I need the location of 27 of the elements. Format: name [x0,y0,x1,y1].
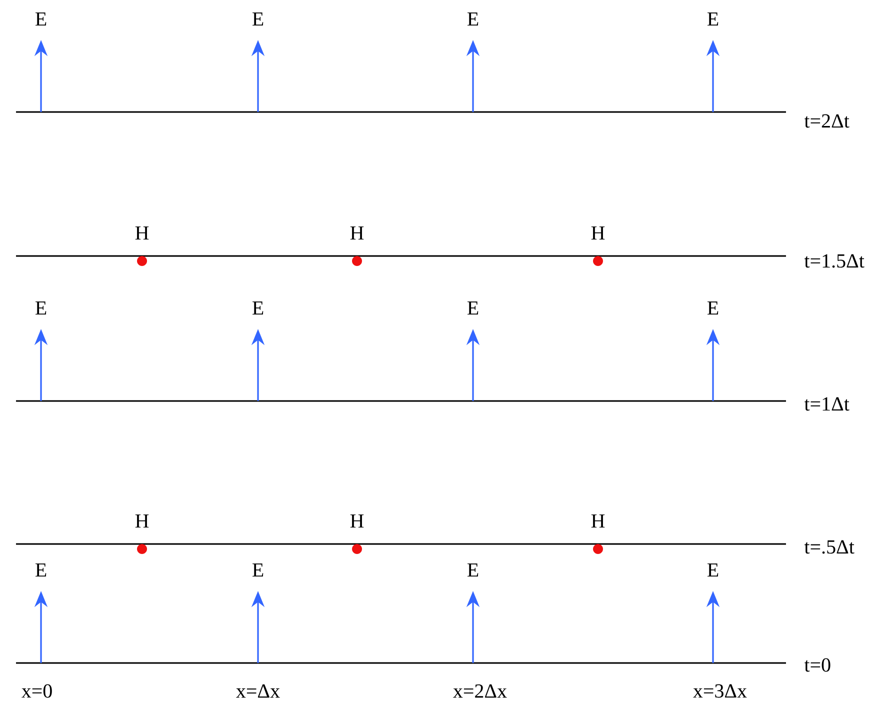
position-label: x=3Δx [693,684,747,698]
time-label: t=1.5Δt [804,254,864,268]
field-label: E [35,563,46,577]
position-label: x=Δx [236,684,280,698]
field-label: E [252,301,264,315]
field-label: E [35,12,46,26]
field-label: E [707,301,718,315]
position-label: x=2Δx [453,684,507,698]
time-label: t=2Δt [804,114,850,128]
field-label: H [350,514,364,528]
field-label: H [350,226,364,240]
field-label: E [252,12,264,26]
time-label: t=0 [804,658,830,672]
field-label: E [467,563,478,577]
field-label: E [707,12,718,26]
field-label: E [467,12,478,26]
field-label: H [135,514,149,528]
time-label: t=1Δt [804,397,850,411]
field-label: E [707,563,718,577]
field-label: H [591,226,605,240]
field-label: E [35,301,46,315]
field-label: E [467,301,478,315]
field-label: H [135,226,149,240]
field-label: E [252,563,264,577]
field-label: H [591,514,605,528]
time-label: t=.5Δt [804,540,854,554]
position-label: x=0 [22,684,52,698]
